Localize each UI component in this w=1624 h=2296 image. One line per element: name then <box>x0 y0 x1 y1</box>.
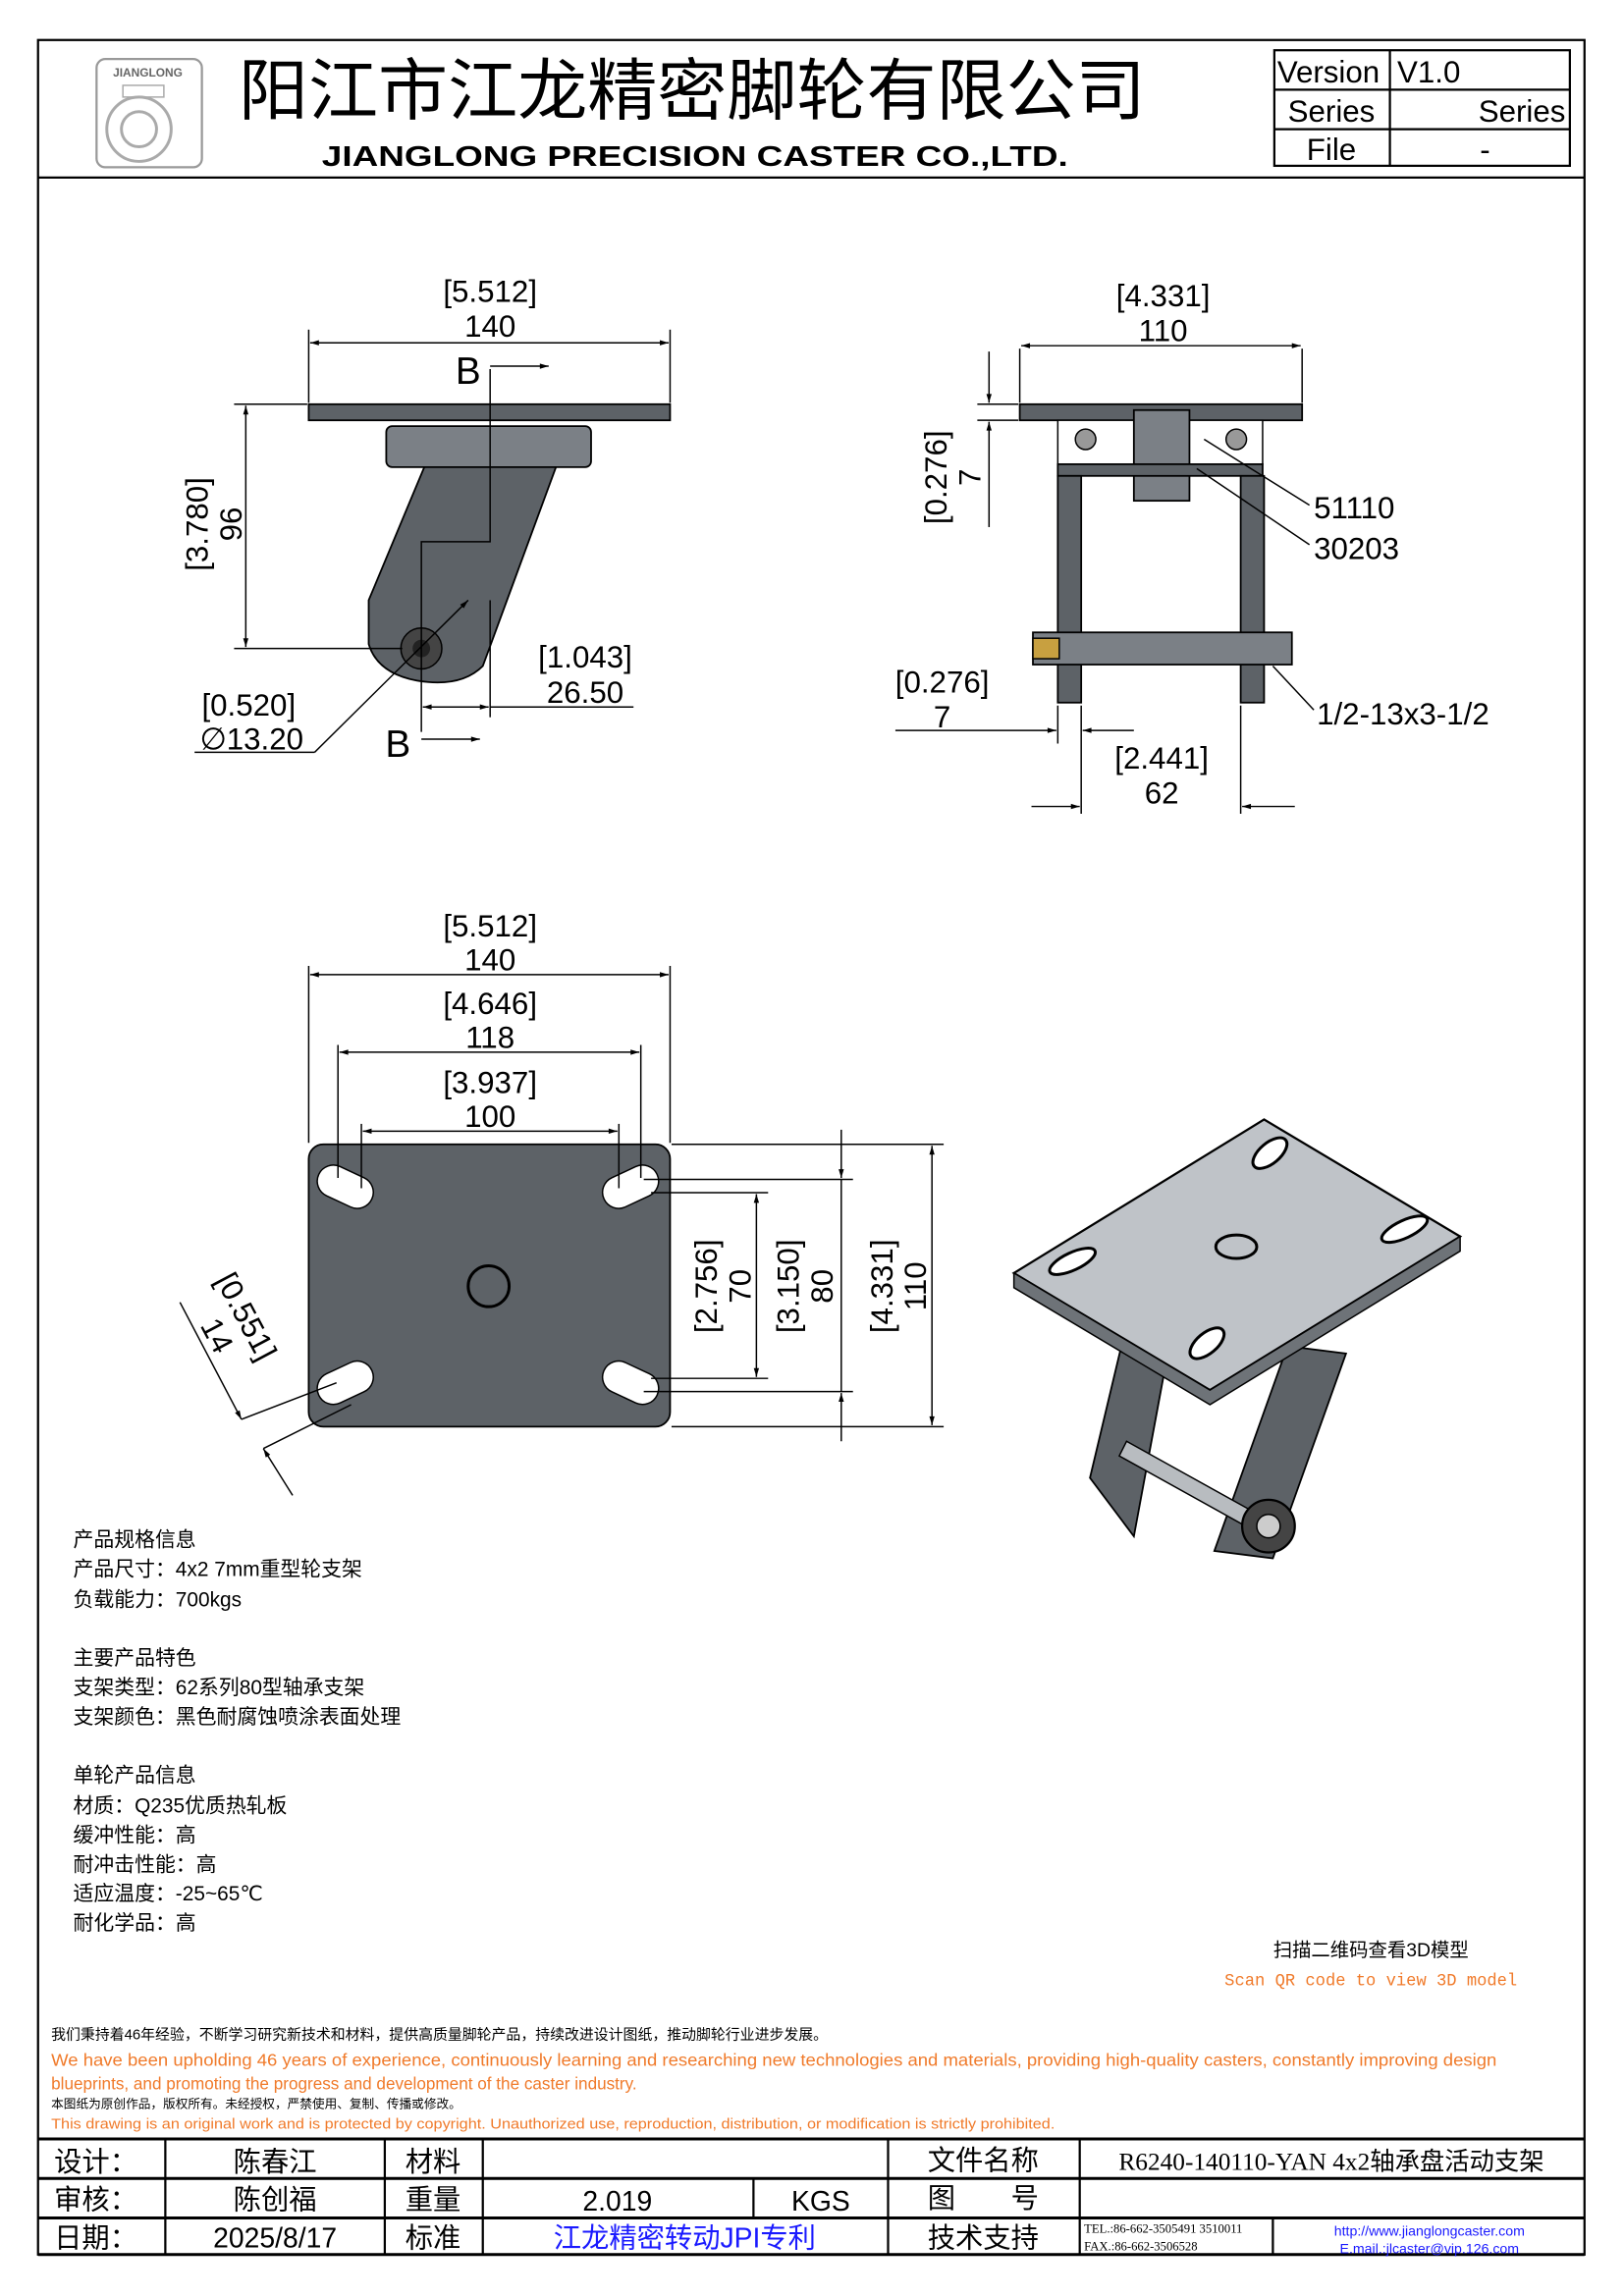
bolt-label: 1/2-13x3-1/2 <box>1317 697 1489 731</box>
spec-line: 缓冲性能：高 <box>74 1825 196 1847</box>
side-bore-mm: ∅13.20 <box>200 721 304 756</box>
top-plate-view: [5.512] 140 [4.646] 118 [3.937] 100 [2.7… <box>179 909 945 1496</box>
sheet-frame <box>36 38 1586 2256</box>
top-holeh2-mm: 80 <box>805 1269 839 1304</box>
series-value: Series <box>1479 94 1566 129</box>
front-width-in: [4.331] <box>1116 279 1211 313</box>
qr-label-en: Scan QR code to view 3D model <box>1224 1973 1517 1992</box>
section-label-bottom: B <box>385 723 410 766</box>
bearing-label-1: 51110 <box>1314 491 1394 525</box>
logo-text: JIANGLONG <box>113 66 183 80</box>
notice-en-1a: We have been upholding 46 years of exper… <box>51 2051 1496 2070</box>
email-link[interactable]: E.mail.:jlcaster@vip.126.com <box>1340 2240 1520 2256</box>
side-offset-mm: 26.50 <box>547 675 623 710</box>
standard-label: 标准 <box>406 2221 461 2253</box>
file-value: - <box>1480 133 1489 167</box>
front-inner-in: [2.441] <box>1114 741 1209 775</box>
material-label: 材料 <box>406 2146 461 2177</box>
file-label: File <box>1307 133 1356 167</box>
company-logo: JIANGLONG <box>95 58 203 169</box>
spec-line: 耐冲击性能：高 <box>74 1853 217 1876</box>
weight-value: 2.019 <box>582 2185 652 2216</box>
weight-label: 重量 <box>406 2184 461 2216</box>
top-width-in: [5.512] <box>443 909 537 943</box>
front-leg-in: [0.276] <box>895 665 990 699</box>
filename-label: 文件名称 <box>928 2144 1039 2175</box>
notice-cn-1: 我们秉持着46年经验，不断学习研究新技术和材料，提供高质量脚轮产品，持续改进设计… <box>51 2027 828 2044</box>
notice-cn-2: 本图纸为原创作品，版权所有。未经授权，严禁使用、复制、传播或修改。 <box>51 2097 461 2111</box>
filename-value: R6240-140110-YAN 4x2轴承盘活动支架 <box>1118 2148 1543 2175</box>
company-name-en: JIANGLONG PRECISION CASTER CO.,LTD. <box>322 140 1068 172</box>
bearing-label-2: 30203 <box>1314 532 1399 566</box>
product-specs: 产品规格信息 产品尺寸：4x2 7mm重型轮支架 负载能力：700kgs 主要产… <box>74 1529 402 1935</box>
version-table: Version V1.0 Series Series File - <box>1272 49 1571 168</box>
standard-value: 江龙精密转动JPI专利 <box>554 2221 816 2253</box>
top-holew-mm: 118 <box>465 1020 514 1054</box>
website-link[interactable]: http://www.jianglongcaster.com <box>1334 2222 1525 2238</box>
version-label: Version <box>1277 55 1380 89</box>
title-block: 设计： 陈春江 材料 文件名称 R6240-140110-YAN 4x2轴承盘活… <box>37 2137 1585 2256</box>
spec-line: 支架颜色：黑色耐腐蚀喷涂表面处理 <box>74 1706 402 1729</box>
front-section-view: [4.331] 110 [0.276] 7 51110 30203 1/2-13… <box>895 279 1489 815</box>
top-holew2-in: [3.937] <box>443 1066 537 1100</box>
support-label: 技术支持 <box>928 2221 1039 2253</box>
top-holeh-in: [2.756] <box>689 1239 724 1333</box>
tel: TEL.:86-662-3505491 3510011 <box>1084 2221 1242 2235</box>
qr-label-cn: 扫描二维码查看3D模型 <box>1273 1940 1469 1961</box>
top-holeh2-in: [3.150] <box>772 1239 806 1333</box>
top-width-mm: 140 <box>464 942 515 977</box>
designer-name: 陈春江 <box>234 2146 317 2177</box>
top-height-in: [4.331] <box>865 1239 899 1333</box>
spec-line: 产品尺寸：4x2 7mm重型轮支架 <box>74 1558 362 1580</box>
spec-line: 负载能力：700kgs <box>74 1589 243 1612</box>
reviewer-name: 陈创福 <box>234 2184 317 2216</box>
side-height-mm: 96 <box>214 507 248 542</box>
side-offset-in: [1.043] <box>538 640 632 674</box>
isometric-view <box>1011 1118 1463 1560</box>
spec-line: 耐化学品：高 <box>74 1912 196 1935</box>
top-holew-in: [4.646] <box>443 987 537 1021</box>
top-holeh-mm: 70 <box>723 1269 757 1304</box>
review-label: 审核： <box>54 2184 137 2216</box>
front-width-mm: 110 <box>1139 314 1188 348</box>
series-label: Series <box>1288 94 1376 129</box>
notice-en-1b: blueprints, and promoting the progress a… <box>51 2073 637 2093</box>
side-bore-in: [0.520] <box>201 688 296 722</box>
weight-unit: KGS <box>791 2185 850 2216</box>
side-width-in: [5.512] <box>443 274 537 308</box>
copyright-notice: 我们秉持着46年经验，不断学习研究新技术和材料，提供高质量脚轮产品，持续改进设计… <box>51 2027 1496 2133</box>
spec-section-title: 产品规格信息 <box>74 1529 196 1552</box>
company-name-cn: 阳江市江龙精密脚轮有限公司 <box>239 54 1146 130</box>
top-holew2-mm: 100 <box>464 1099 515 1134</box>
date-label: 日期： <box>54 2221 137 2253</box>
top-height-mm: 110 <box>898 1261 933 1310</box>
drawing-no-label: 图 号 <box>928 2182 1039 2214</box>
side-width-mm: 140 <box>464 309 515 344</box>
section-label-top: B <box>456 350 481 393</box>
side-view: B B [5.512] 140 [3.780] 96 [1.043] 26.50… <box>181 274 672 766</box>
side-height-in: [3.780] <box>181 477 215 571</box>
front-inner-mm: 62 <box>1145 776 1179 811</box>
design-label: 设计： <box>54 2146 137 2177</box>
spec-line: 材质：Q235优质热轧板 <box>74 1795 288 1818</box>
spec-section-title: 主要产品特色 <box>74 1647 196 1670</box>
front-plate-in: [0.276] <box>919 430 953 524</box>
version-value: V1.0 <box>1397 55 1460 89</box>
spec-section-title: 单轮产品信息 <box>74 1764 196 1787</box>
notice-en-2: This drawing is an original work and is … <box>51 2117 1055 2133</box>
front-plate-mm: 7 <box>952 469 987 486</box>
front-leg-mm: 7 <box>934 700 950 734</box>
fax: FAX.:86-662-3506528 <box>1084 2239 1197 2253</box>
date-value: 2025/8/17 <box>213 2221 337 2253</box>
spec-line: 支架类型：62系列80型轴承支架 <box>74 1677 365 1699</box>
spec-line: 适应温度：-25~65℃ <box>74 1883 263 1905</box>
